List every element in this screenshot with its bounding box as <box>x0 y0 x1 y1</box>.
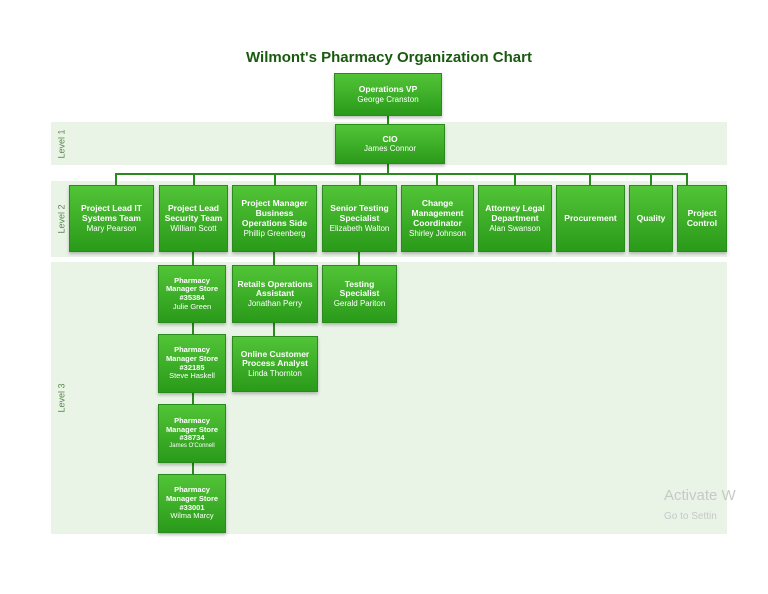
node-name: George Cranston <box>357 94 419 104</box>
node-role: Project Lead IT Systems Team <box>81 203 142 223</box>
node-role: Retails Operations Assistant <box>237 278 313 299</box>
node-role: Project Manager Business Operations Side <box>241 198 308 228</box>
level3-node-store-38734[interactable]: Pharmacy Manager Store #38734 James O'Co… <box>158 404 226 463</box>
node-name: Jonathan Perry <box>247 299 303 309</box>
connector-drop-8 <box>650 173 652 186</box>
node-name: Elizabeth Walton <box>329 223 390 233</box>
node-name: Phillip Greenberg <box>243 228 306 238</box>
connector-drop-5 <box>436 173 438 186</box>
connector-vp-cio <box>387 114 389 126</box>
node-role: Procurement <box>564 212 617 223</box>
connector-drop-6 <box>514 173 516 186</box>
activate-watermark-title: Activate W <box>664 487 736 504</box>
node-name: Steve Haskell <box>169 371 215 381</box>
level-3-label: Level 3 <box>57 383 67 413</box>
level3-node-store-32185[interactable]: Pharmacy Manager Store #32185 Steve Hask… <box>158 334 226 393</box>
node-name: Mary Pearson <box>86 223 137 233</box>
activate-watermark-subtitle: Go to Settin <box>664 511 717 522</box>
level2-node-project-control[interactable]: Project Control <box>677 185 727 252</box>
connector-drop-3 <box>274 173 276 186</box>
level3-node-store-35384[interactable]: Pharmacy Manager Store #35384 Julie Gree… <box>158 265 226 323</box>
node-role: Online Customer Process Analyst <box>240 348 310 369</box>
node-role: Attorney Legal Department <box>485 203 545 223</box>
level2-node-it-systems[interactable]: Project Lead IT Systems Team Mary Pearso… <box>69 185 154 252</box>
connector-testing-chain <box>358 252 360 270</box>
level-1-label: Level 1 <box>57 128 67 159</box>
level2-node-senior-testing[interactable]: Senior Testing Specialist Elizabeth Walt… <box>322 185 397 252</box>
level2-node-legal[interactable]: Attorney Legal Department Alan Swanson <box>478 185 552 252</box>
node-name: Alan Swanson <box>489 223 541 233</box>
node-role: Pharmacy Manager Store #33001 <box>165 485 219 512</box>
connector-drop-7 <box>589 173 591 186</box>
operations-vp-node[interactable]: Operations VP George Cranston <box>334 73 442 116</box>
connector-level2-bar <box>115 173 687 175</box>
node-role: Pharmacy Manager Store #32185 <box>165 345 219 372</box>
node-role: Project Lead Security Team <box>164 203 223 223</box>
connector-cio-down <box>387 162 389 174</box>
node-name: Gerald Pariton <box>333 299 386 309</box>
node-role: Operations VP <box>358 84 418 95</box>
node-name: Linda Thornton <box>248 369 302 379</box>
level3-node-testing-specialist[interactable]: Testing Specialist Gerald Pariton <box>322 265 397 323</box>
connector-drop-9 <box>686 173 688 186</box>
node-name: William Scott <box>170 223 217 233</box>
node-name: Wilma Marcy <box>170 511 214 521</box>
node-role: Project Control <box>686 207 718 228</box>
node-role: Testing Specialist <box>339 278 380 299</box>
node-name: Julie Green <box>172 301 212 311</box>
node-role: CIO <box>382 133 398 144</box>
node-role: Pharmacy Manager Store #35384 <box>165 275 219 302</box>
cio-node[interactable]: CIO James Connor <box>335 124 445 164</box>
level2-node-business-ops[interactable]: Project Manager Business Operations Side… <box>232 185 317 252</box>
node-name: Shirley Johnson <box>409 228 466 238</box>
level2-node-quality[interactable]: Quality <box>629 185 673 252</box>
node-role: Pharmacy Manager Store #38734 <box>165 416 219 443</box>
level3-node-retail-ops[interactable]: Retails Operations Assistant Jonathan Pe… <box>232 265 318 323</box>
level2-node-procurement[interactable]: Procurement <box>556 185 625 252</box>
node-name: James Connor <box>363 144 417 154</box>
level2-node-change-mgmt[interactable]: Change Management Coordinator Shirley Jo… <box>401 185 474 252</box>
node-role: Quality <box>636 212 666 223</box>
level3-node-store-33001[interactable]: Pharmacy Manager Store #33001 Wilma Marc… <box>158 474 226 533</box>
node-role: Change Management Coordinator <box>411 198 464 228</box>
level3-node-online-analyst[interactable]: Online Customer Process Analyst Linda Th… <box>232 336 318 392</box>
chart-title: Wilmont's Pharmacy Organization Chart <box>246 49 532 66</box>
connector-drop-1 <box>115 173 117 186</box>
connector-drop-4 <box>359 173 361 186</box>
node-name: James O'Connell <box>169 442 215 449</box>
connector-drop-2 <box>193 173 195 186</box>
level2-node-security[interactable]: Project Lead Security Team William Scott <box>159 185 228 252</box>
node-role: Senior Testing Specialist <box>330 203 389 223</box>
